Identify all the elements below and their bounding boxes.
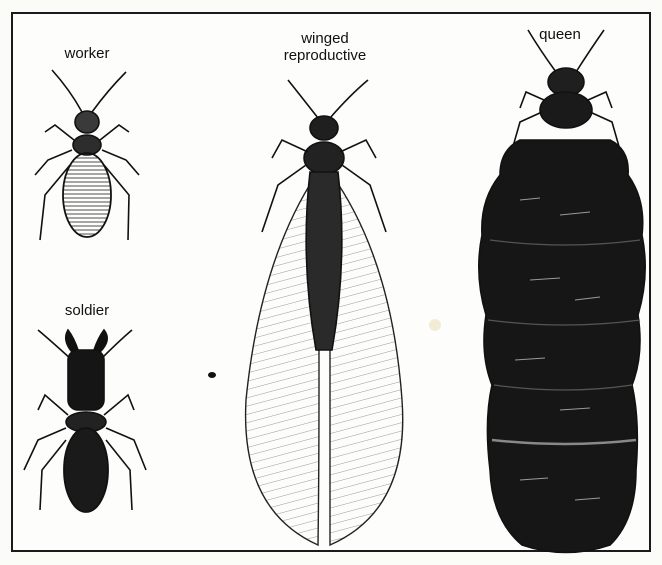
label-winged-line1: winged bbox=[250, 30, 400, 47]
winged-reproductive-termite bbox=[246, 80, 403, 545]
label-soldier: soldier bbox=[42, 302, 132, 319]
soldier-termite bbox=[24, 330, 146, 512]
label-queen: queen bbox=[520, 26, 600, 43]
label-winged-reproductive: winged reproductive bbox=[250, 30, 400, 64]
label-winged-line2: reproductive bbox=[250, 47, 400, 64]
paper-stain bbox=[429, 319, 441, 331]
queen-termite bbox=[479, 30, 645, 553]
label-worker: worker bbox=[42, 45, 132, 62]
worker-termite bbox=[35, 70, 139, 240]
ink-spot bbox=[208, 372, 216, 378]
